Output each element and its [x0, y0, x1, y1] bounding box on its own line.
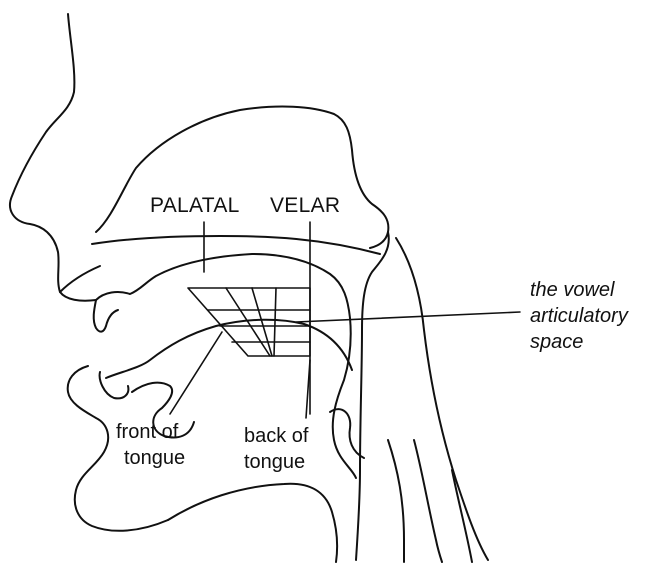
vowel-space-leader-line: [296, 312, 520, 322]
trachea-front: [388, 440, 404, 562]
trapezoid-diag-3: [274, 288, 276, 356]
nasal-floor: [92, 236, 380, 254]
palatal-label: PALATAL: [150, 194, 240, 217]
face-profile-upper: [10, 14, 96, 301]
tongue-surface: [106, 320, 352, 378]
trachea-back: [414, 440, 442, 562]
epiglottis: [330, 409, 364, 458]
upper-lip-outline: [60, 266, 100, 292]
front-of-tongue-label-line1: front of: [116, 421, 179, 443]
nasal-cavity-outline: [96, 107, 388, 248]
nasopharynx-back: [356, 232, 389, 560]
front-tongue-leader-line: [170, 332, 222, 414]
trapezoid-diag-2: [252, 288, 272, 356]
jaw-line: [168, 484, 337, 562]
back-of-tongue-label-line2: tongue: [244, 451, 305, 473]
vowel-space-label-line3: space: [530, 331, 583, 353]
front-of-tongue-label-line2: tongue: [124, 447, 185, 469]
upper-teeth: [94, 300, 118, 332]
back-of-tongue-label-line1: back of: [244, 425, 309, 447]
pharynx-back-wall: [396, 238, 488, 560]
vowel-space-label-line2: articulatory: [530, 305, 629, 327]
vowel-space-label-line1: the vowel: [530, 279, 615, 301]
velar-label: VELAR: [270, 194, 340, 217]
